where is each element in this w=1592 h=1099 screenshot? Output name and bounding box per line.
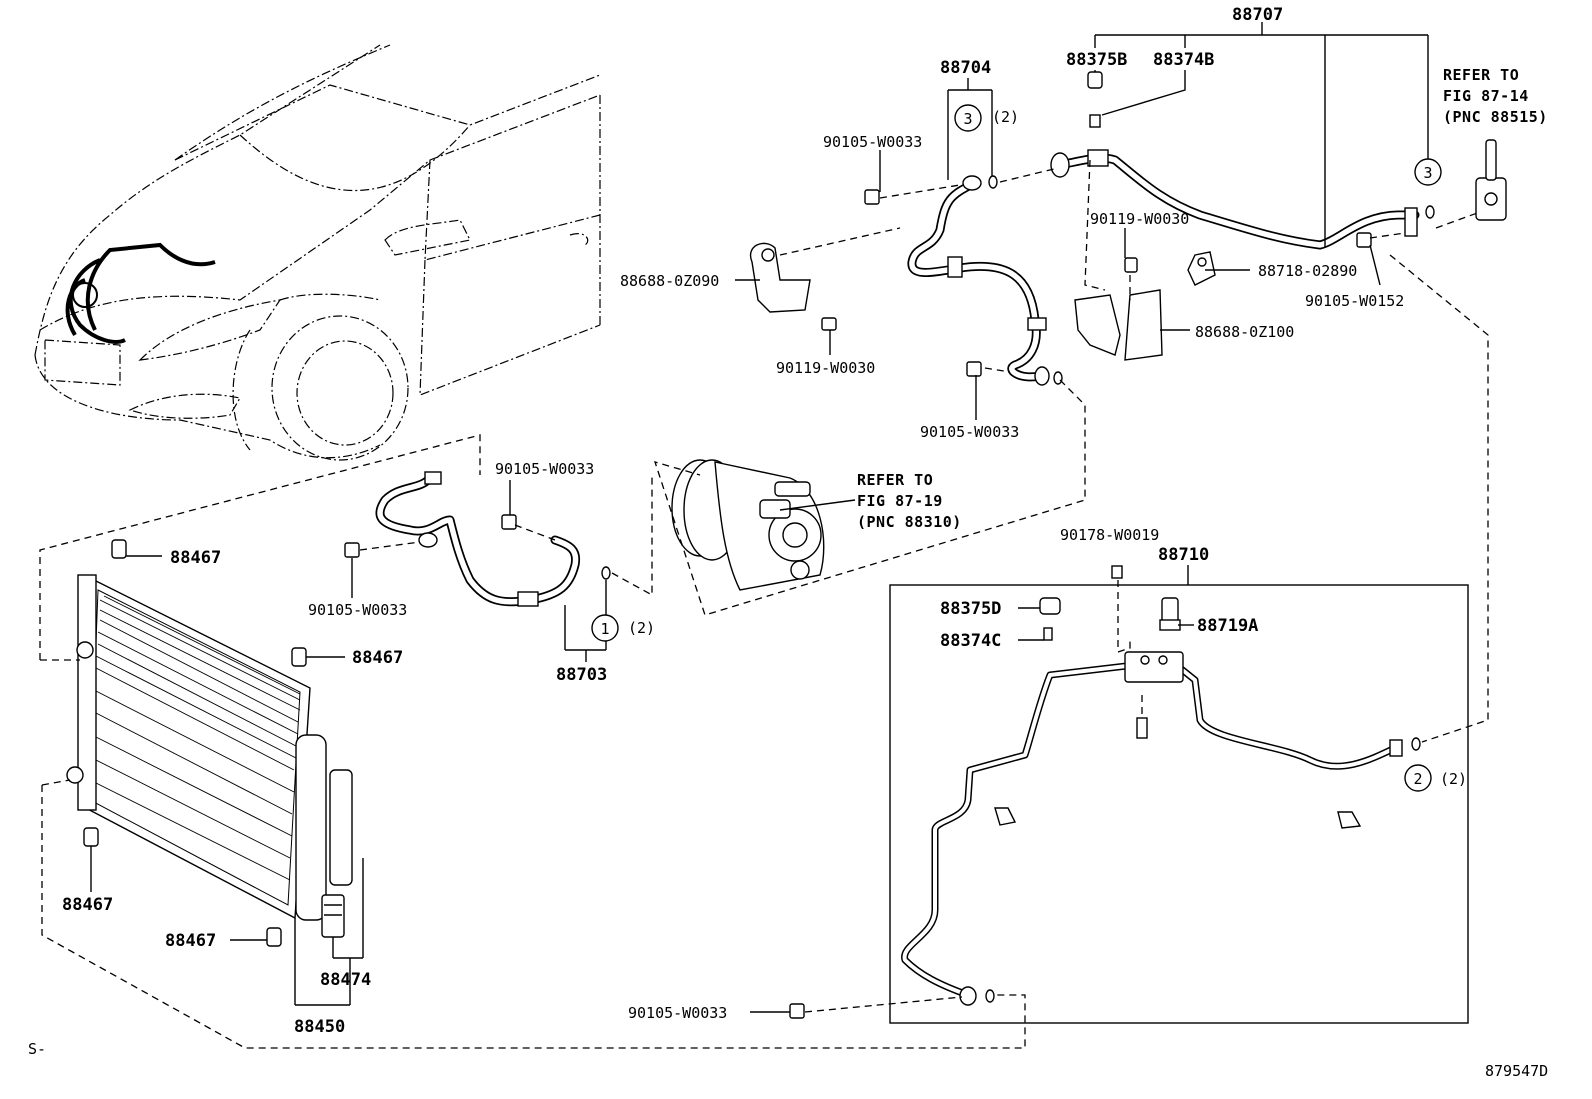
label-bolt-90119-w0030-b: 90119-W0030 bbox=[1090, 210, 1189, 228]
ref-note-compressor: REFER TO FIG 87-19 (PNC 88310) bbox=[857, 471, 962, 531]
pipe-88707 bbox=[1050, 139, 1507, 250]
callout-2: 2 (2) bbox=[1404, 764, 1467, 792]
label-88467-a: 88467 bbox=[170, 548, 221, 568]
callout-3-number: 3 bbox=[963, 110, 972, 128]
label-88688-0z100: 88688-0Z100 bbox=[1195, 323, 1294, 341]
label-88719a: 88719A bbox=[1197, 616, 1258, 636]
label-88474: 88474 bbox=[320, 970, 371, 990]
label-bolt-90105-w0033-b: 90105-W0033 bbox=[920, 423, 1019, 441]
compressor-illustration bbox=[671, 459, 825, 591]
label-88467-c: 88467 bbox=[62, 895, 113, 915]
label-bolt-90105-w0033-c: 90105-W0033 bbox=[495, 460, 594, 478]
label-88688-0z090: 88688-0Z090 bbox=[620, 272, 719, 290]
callout-3-number-b: 3 bbox=[1423, 164, 1432, 182]
ref-line-3: (PNC 88515) bbox=[1443, 108, 1548, 126]
callout-3-right: 3 bbox=[1414, 158, 1442, 186]
leader-lines bbox=[90, 22, 1469, 1024]
callout-2-qty: (2) bbox=[1440, 770, 1467, 788]
label-bolt-90105-w0033-d: 90105-W0033 bbox=[308, 601, 407, 619]
callout-3-top: 3 (2) bbox=[954, 104, 1019, 132]
hose-88703 bbox=[375, 471, 581, 607]
callout-2-number: 2 bbox=[1413, 770, 1422, 788]
label-88710: 88710 bbox=[1158, 545, 1209, 565]
condenser-88450 bbox=[66, 539, 353, 947]
label-88375d: 88375D bbox=[940, 599, 1001, 619]
label-88704: 88704 bbox=[940, 58, 991, 78]
label-88707: 88707 bbox=[1232, 5, 1283, 25]
hose-88704 bbox=[907, 175, 1050, 386]
label-88467-d: 88467 bbox=[165, 931, 216, 951]
label-88375b: 88375B bbox=[1066, 50, 1127, 70]
label-88703: 88703 bbox=[556, 665, 607, 685]
label-bolt-90119-w0030-a: 90119-W0030 bbox=[776, 359, 875, 377]
label-88374c: 88374C bbox=[940, 631, 1001, 651]
label-bolt-90105-w0033-e: 90105-W0033 bbox=[628, 1004, 727, 1022]
ref-comp-line-1: REFER TO bbox=[857, 471, 933, 489]
callout-1-number: 1 bbox=[600, 620, 609, 638]
pipe-88710 bbox=[901, 651, 1403, 1006]
ref-line-1: REFER TO bbox=[1443, 66, 1519, 84]
ref-comp-line-3: (PNC 88310) bbox=[857, 513, 962, 531]
label-bolt-90105-w0033-a: 90105-W0033 bbox=[823, 133, 922, 151]
label-88374b: 88374B bbox=[1153, 50, 1214, 70]
ref-comp-line-2: FIG 87-19 bbox=[857, 492, 943, 510]
callout-3-qty: (2) bbox=[992, 108, 1019, 126]
small-parts bbox=[344, 71, 1435, 1019]
label-bolt-90105-w0152: 90105-W0152 bbox=[1305, 292, 1404, 310]
callout-1-qty: (2) bbox=[628, 619, 655, 637]
callout-1: 1 (2) bbox=[591, 614, 655, 642]
label-88718-02890: 88718-02890 bbox=[1258, 262, 1357, 280]
label-88450: 88450 bbox=[294, 1017, 345, 1037]
car-illustration bbox=[34, 44, 601, 461]
label-bolt-90178-w0019: 90178-W0019 bbox=[1060, 526, 1159, 544]
dashed-connectors bbox=[39, 159, 1489, 1049]
corner-mark: S- bbox=[28, 1040, 46, 1058]
part-labels: 88707 88704 88375B 88374B 90105-W0033 88… bbox=[28, 5, 1548, 1080]
ref-note-expansion-valve: REFER TO FIG 87-14 (PNC 88515) bbox=[1443, 66, 1548, 126]
label-88467-b: 88467 bbox=[352, 648, 403, 668]
ref-line-2: FIG 87-14 bbox=[1443, 87, 1529, 105]
figure-code: 879547D bbox=[1485, 1062, 1548, 1080]
